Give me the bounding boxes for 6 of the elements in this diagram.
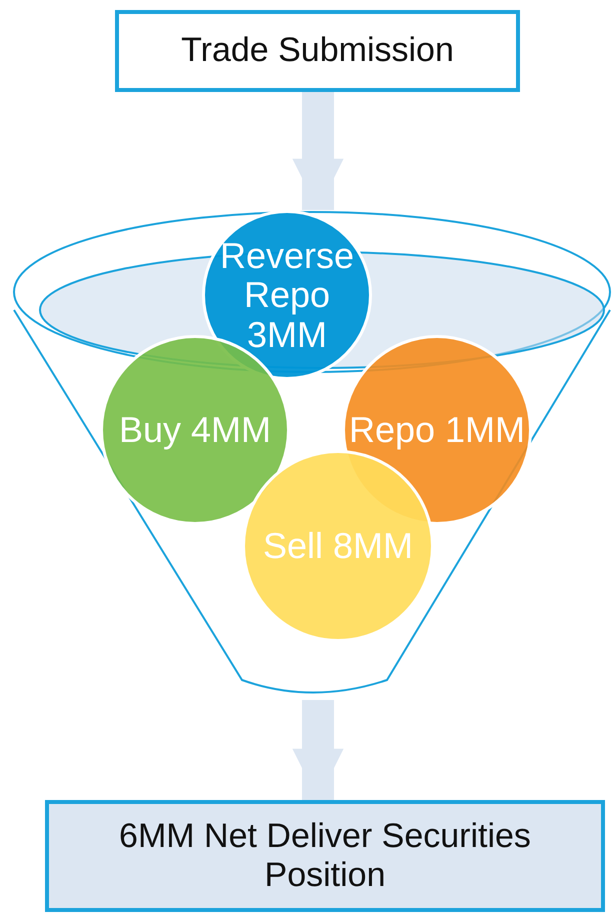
result-box: 6MM Net Deliver Securities Position xyxy=(45,800,605,912)
title-box: Trade Submission xyxy=(115,10,520,92)
block-arrow xyxy=(292,700,344,800)
block-arrow xyxy=(292,92,344,210)
trade-circle: Reverse Repo 3MM xyxy=(202,210,372,380)
trade-circle: Sell 8MM xyxy=(242,450,434,642)
